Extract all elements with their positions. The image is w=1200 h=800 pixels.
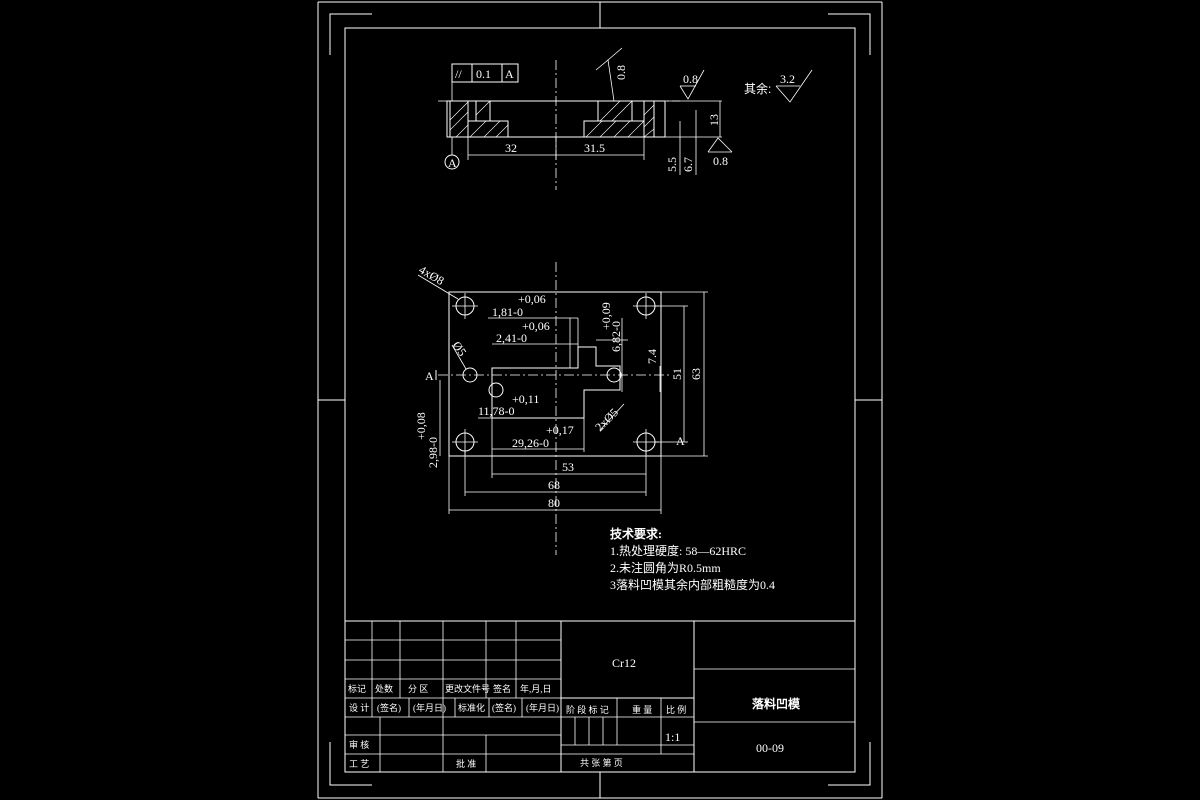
svg-text:(签名): (签名)	[492, 702, 516, 713]
pin-holes	[462, 367, 622, 398]
hatch-left	[449, 100, 509, 138]
notes-title: 技术要求:	[610, 526, 662, 541]
svg-text:53: 53	[562, 460, 574, 474]
svg-text:13: 13	[707, 114, 721, 126]
svg-text:A: A	[448, 156, 457, 170]
svg-text:(年月日): (年月日)	[526, 702, 559, 713]
svg-text:63: 63	[689, 368, 703, 380]
section-view: // 0.1 A 0.8 0.8 0.8 其余: 3.2	[438, 47, 813, 190]
svg-text:更改文件号: 更改文件号	[445, 683, 490, 694]
tolerance-datum: A	[505, 67, 514, 81]
svg-text:11,78-0: 11,78-0	[478, 404, 515, 418]
svg-text:6.7: 6.7	[681, 157, 695, 172]
svg-text:年,月,日: 年,月,日	[520, 683, 552, 694]
label-4-holes: 4xØ8	[417, 262, 447, 287]
svg-text:+0,11: +0,11	[512, 392, 539, 406]
hatch-right	[583, 100, 655, 138]
svg-text:32: 32	[505, 141, 517, 155]
notes-line-1: 1.热处理硬度: 58—62HRC	[610, 543, 746, 558]
scale-value: 1:1	[665, 730, 680, 744]
svg-text:2,41-0: 2,41-0	[496, 331, 527, 345]
svg-text:处数: 处数	[375, 683, 393, 694]
section-dimensions: 32 31.5 13 5.5 6.7	[467, 101, 722, 175]
roughness-rest-value: 3.2	[780, 72, 795, 86]
notes-line-3: 3落料凹模其余内部粗糙度为0.4	[610, 577, 775, 592]
svg-text:6,82-0: 6,82-0	[609, 321, 623, 352]
roughness-right: 0.8 0.8 其余: 3.2	[665, 69, 813, 168]
svg-text:0.8: 0.8	[614, 65, 628, 80]
sheet-frame	[317, 1, 883, 799]
svg-text:分 区: 分 区	[408, 684, 428, 694]
svg-text:审 核: 审 核	[349, 739, 369, 750]
notes-line-2: 2.未注圆角为R0.5mm	[610, 560, 721, 575]
svg-text:批 准: 批 准	[456, 758, 476, 769]
svg-text:阶 段 标 记: 阶 段 标 记	[566, 704, 609, 715]
svg-text:+0,06: +0,06	[522, 319, 550, 333]
svg-text:签名: 签名	[493, 683, 511, 694]
svg-text:(签名): (签名)	[377, 702, 401, 713]
svg-text:重 量: 重 量	[632, 704, 652, 715]
revision-grid: 标记 处数 分 区 更改文件号 签名 年,月,日 设 计 (签名) (年月日) …	[345, 621, 562, 772]
name-block: 落料凹模 00-09	[694, 668, 855, 755]
tolerance-frame: // 0.1 A	[451, 63, 519, 101]
section-mark-left: A	[425, 369, 434, 383]
svg-text:标准化: 标准化	[458, 702, 485, 713]
plan-view: 4xØ8 Ø5 2xØ5 +0,06 1,81-0 +0,06 2,41-0 +…	[414, 262, 708, 555]
title-block: 标记 处数 分 区 更改文件号 签名 年,月,日 设 计 (签名) (年月日) …	[345, 620, 855, 772]
svg-text:共 张 第 页: 共 张 第 页	[580, 757, 623, 768]
material-value: Cr12	[612, 656, 636, 670]
roughness-rest-label: 其余:	[744, 81, 771, 96]
svg-text:+0,17: +0,17	[546, 423, 574, 437]
svg-text:68: 68	[548, 478, 560, 492]
svg-text:80: 80	[548, 496, 560, 510]
material-block: Cr12 阶 段 标 记 重 量 比 例 1:1 共 张 第 页	[561, 621, 695, 772]
svg-text:(年月日): (年月日)	[413, 702, 446, 713]
svg-text:比 例: 比 例	[666, 704, 686, 715]
svg-text:0.8: 0.8	[683, 72, 698, 86]
svg-text:+0,06: +0,06	[518, 292, 546, 306]
svg-text:5.5: 5.5	[665, 157, 679, 172]
svg-text:7.4: 7.4	[645, 349, 659, 364]
technical-notes: 技术要求: 1.热处理硬度: 58—62HRC 2.未注圆角为R0.5mm 3落…	[610, 526, 775, 592]
svg-text:+0,08: +0,08	[414, 412, 428, 440]
svg-text:2,98-0: 2,98-0	[426, 437, 440, 468]
svg-text:标记: 标记	[348, 683, 366, 694]
roughness-top: 0.8	[595, 47, 628, 102]
drawing-number: 00-09	[756, 741, 784, 755]
svg-text:29,26-0: 29,26-0	[512, 436, 549, 450]
svg-text:0.8: 0.8	[713, 154, 728, 168]
section-mark-right: A	[676, 434, 685, 448]
part-name: 落料凹模	[752, 696, 801, 711]
label-dia-5: Ø5	[450, 339, 470, 359]
svg-text:51: 51	[670, 368, 684, 380]
tolerance-symbol: //	[455, 67, 462, 81]
svg-text:设 计: 设 计	[349, 702, 369, 713]
datum-a: A	[444, 137, 460, 170]
label-2-holes: 2xØ5	[592, 405, 621, 434]
svg-text:工 艺: 工 艺	[349, 759, 369, 769]
svg-text:1,81-0: 1,81-0	[492, 305, 523, 319]
svg-text:+0,09: +0,09	[599, 302, 613, 330]
tolerance-value: 0.1	[476, 67, 491, 81]
svg-text:31.5: 31.5	[584, 141, 605, 155]
